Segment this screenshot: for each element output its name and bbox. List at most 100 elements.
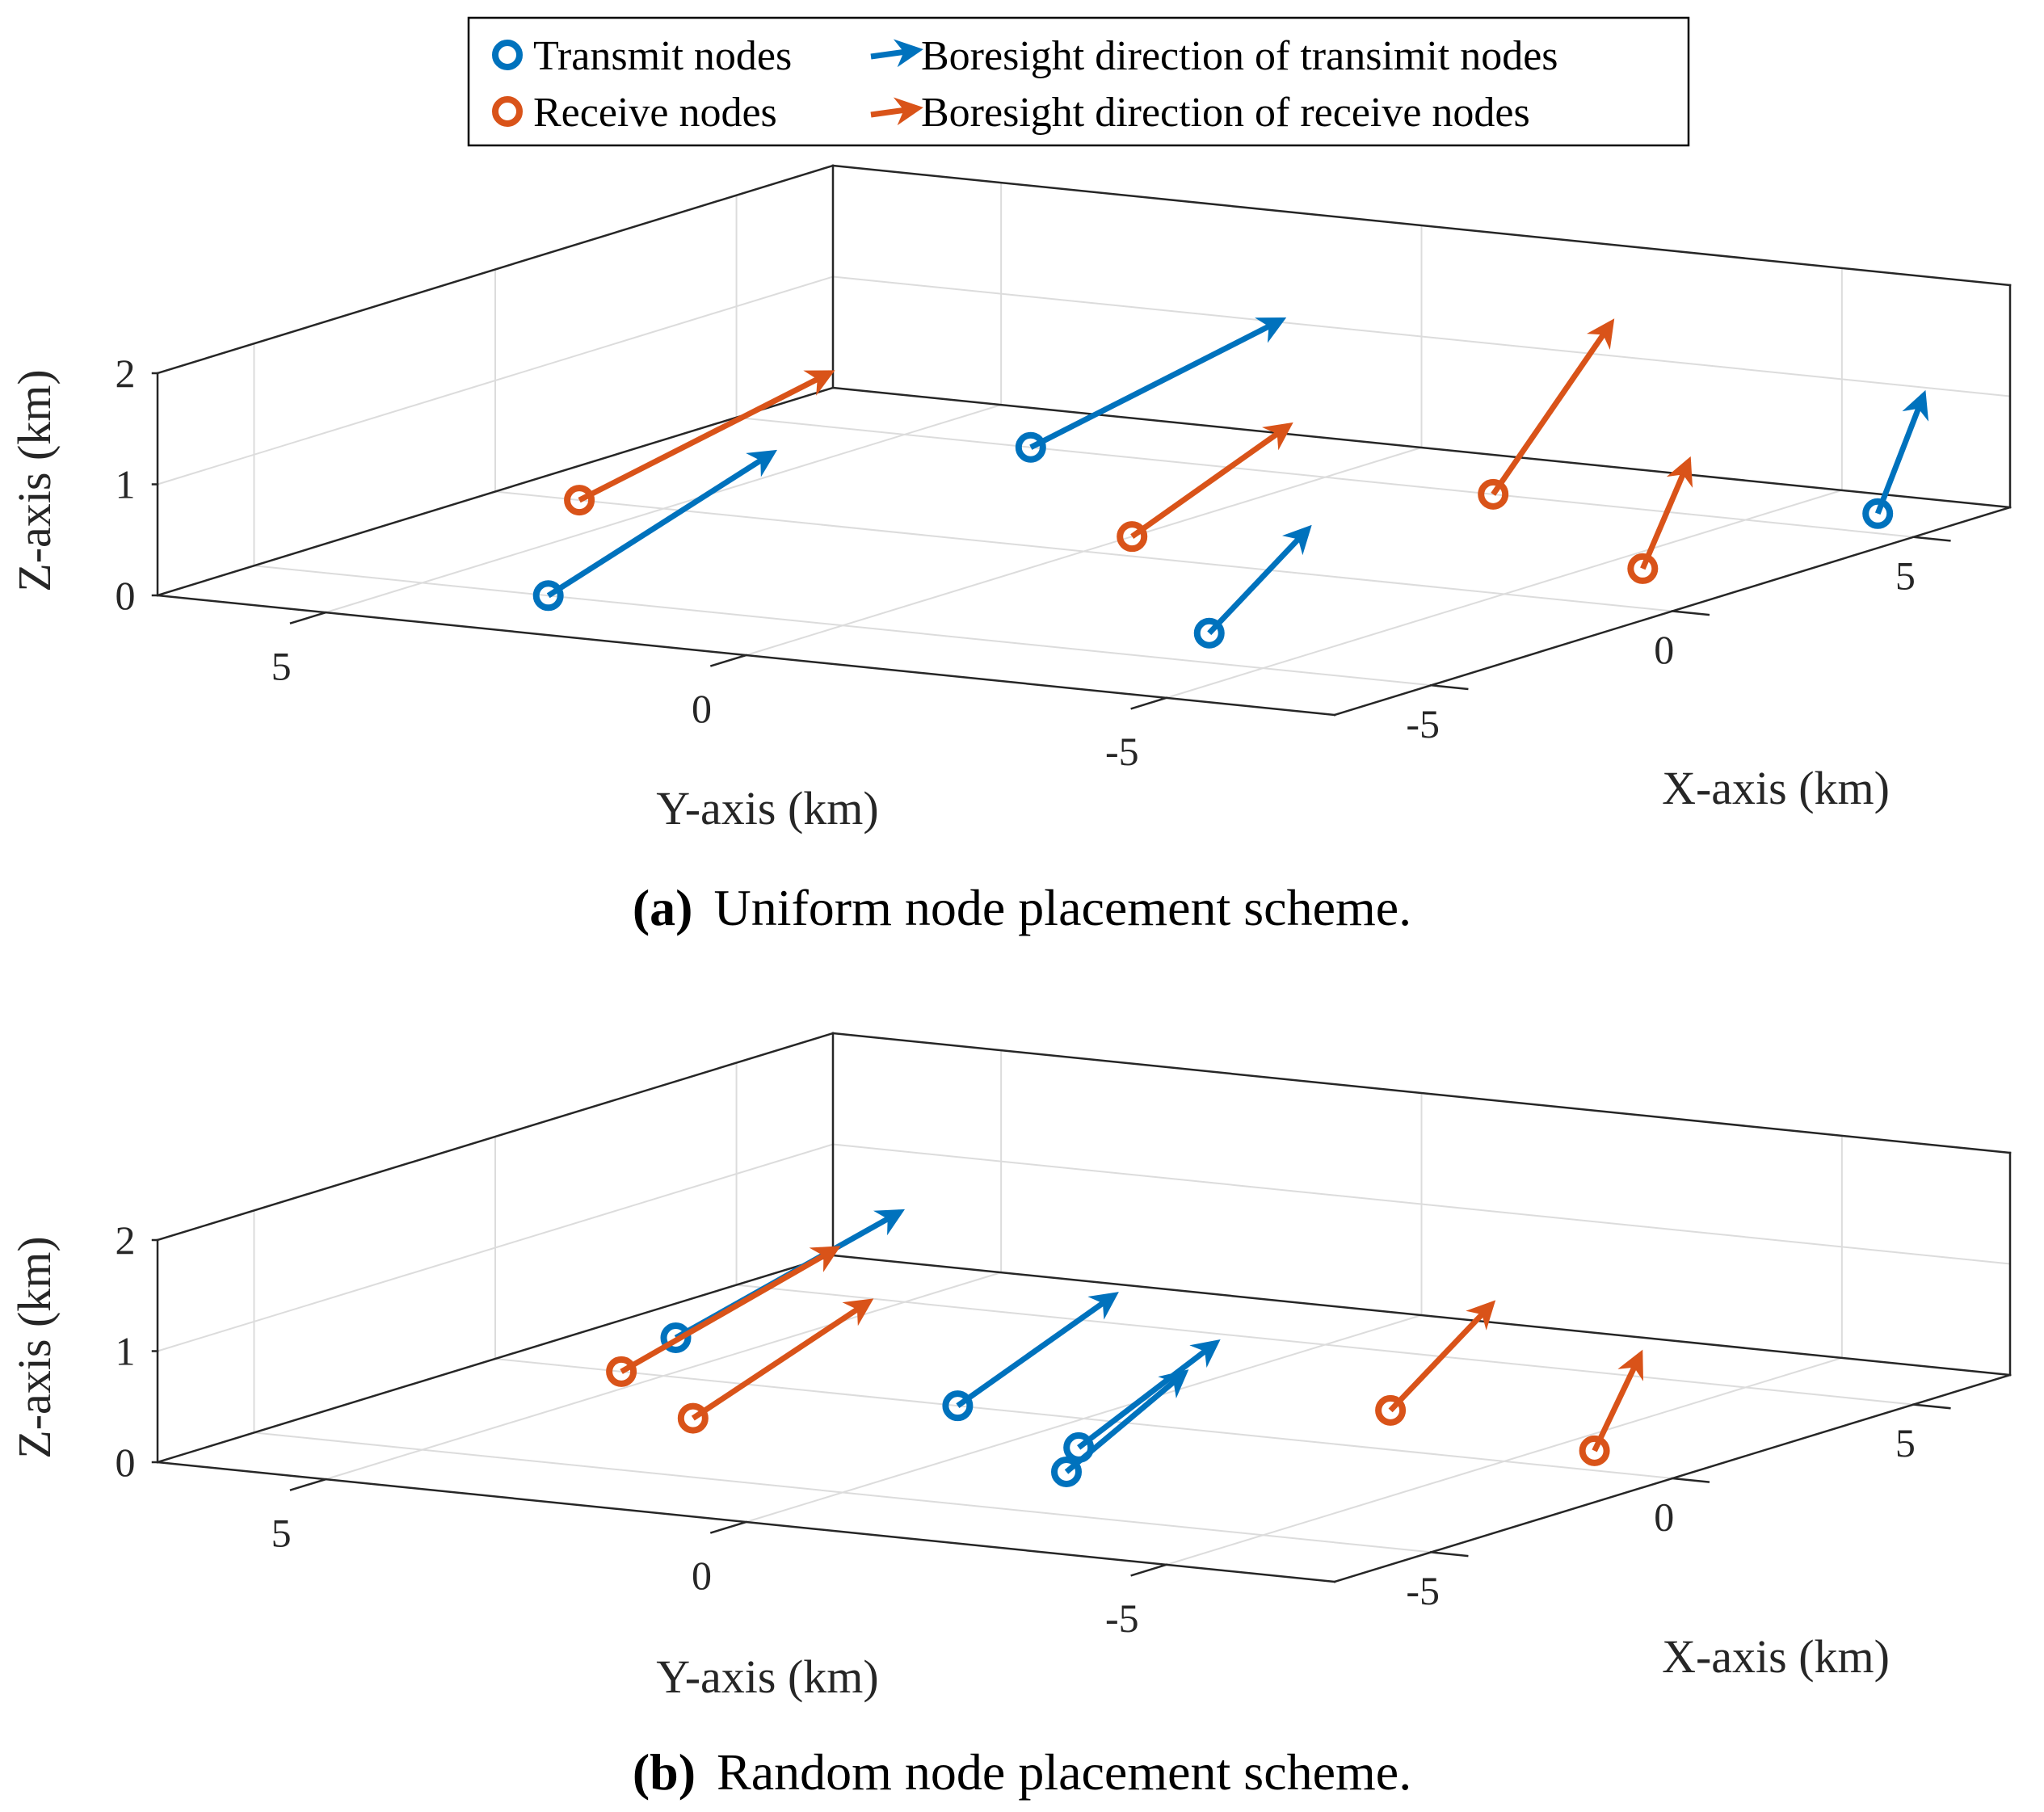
panel-b-receive-boresight-arrow [1388, 1300, 1496, 1413]
panel-b-transmit-boresight-arrow [956, 1292, 1119, 1409]
panel-a-transmit-boresight-arrow [546, 449, 777, 599]
panel-b-x-tick [1671, 1477, 1710, 1483]
panel-b-plot: Z-axis (km) Y-axis (km) X-axis (km) 50-5… [8, 1032, 2012, 1703]
legend-marker-receive [492, 96, 523, 127]
panel-a-z-tick-label: 1 [116, 462, 136, 507]
panel-b-transmit-node-marker [942, 1390, 974, 1422]
panel-b-box-edge [831, 1032, 2012, 1154]
panel-b-x-tick [1912, 1403, 1951, 1410]
panel-b-caption-text: Random node placement scheme. [717, 1743, 1411, 1801]
panel-a-transmit-node-marker [532, 580, 564, 612]
panel-b-receive-node-marker [1579, 1435, 1610, 1466]
panel-a-grid-wall-z [157, 275, 834, 486]
panel-b-receive-boresight-arrow [691, 1298, 874, 1421]
panel-a-x-tick [1430, 683, 1469, 691]
panel-a-transmit-boresight-arrow [1029, 317, 1287, 450]
panel-a-x-tick [1912, 536, 1951, 542]
panel-a-x-tick [1671, 610, 1710, 616]
panel-a-y-tick [709, 654, 748, 667]
panel-b-receive-node-marker [1375, 1394, 1407, 1426]
panel-b-grid-floor-y [746, 1314, 1422, 1523]
panel-a-plot: Z-axis (km) Y-axis (km) X-axis (km) 5 0 -5… [8, 164, 2012, 835]
panel-a-receive-boresight-arrow [1491, 318, 1615, 496]
panel-b-receive-node-marker [677, 1402, 709, 1434]
legend-label-transmit-nodes: Transmit nodes [533, 33, 792, 79]
legend-label-boresight-transmit: Boresight direction of transimit nodes [921, 33, 1558, 79]
panel-b-x-tick-label: -5 [1406, 1568, 1440, 1613]
panel-b-caption-label: (b) [633, 1743, 696, 1801]
panel-b-y-tick [1130, 1563, 1168, 1577]
panel-b-y-tick-label: 0 [692, 1553, 712, 1598]
panel-b-y-tick [709, 1520, 748, 1534]
panel-a-y-tick [289, 611, 327, 624]
panel-b-z-tick-label: 1 [116, 1329, 136, 1374]
panel-a-transmit-boresight-arrow [1207, 524, 1312, 636]
legend: Transmit nodes Boresight direction of tr… [467, 16, 1690, 147]
panel-a-grid-floor-y [746, 447, 1422, 656]
panel-a-grid-floor-y [325, 404, 1002, 614]
panel-b-x-tick [1430, 1551, 1469, 1558]
panel-a-receive-boresight-arrow [1130, 422, 1293, 539]
panel-b-grid-wall-z [832, 1143, 2011, 1265]
panel-b-y-tick-label: -5 [1105, 1595, 1139, 1641]
panel-a-z-tick-label: 0 [116, 573, 136, 618]
panel-b-transmit-boresight-arrow [1064, 1369, 1189, 1474]
panel-a-caption-text: Uniform node placement scheme. [713, 879, 1411, 936]
panel-a-x-tick-label: 5 [1895, 553, 1916, 598]
panel-b-caption: (b) Random node placement scheme. [633, 1743, 1411, 1801]
panel-b-receive-boresight-arrow [1592, 1349, 1644, 1453]
panel-b-box-edge [156, 1254, 835, 1464]
panel-a-x-tick-label: -5 [1406, 701, 1440, 746]
panel-b-box-edge [156, 1032, 835, 1242]
panel-a-receive-node-marker [1627, 553, 1659, 584]
panel-b-z-tick-label: 2 [116, 1217, 136, 1263]
panel-b-y-tick-label: 5 [271, 1510, 292, 1555]
panel-a-xlabel: X-axis (km) [1662, 762, 1890, 814]
panel-b-receive-node-marker [606, 1356, 637, 1387]
panel-a-receive-boresight-arrow [578, 370, 835, 503]
panel-a-grid-floor-y [1166, 489, 1843, 699]
legend-marker-transmit [492, 40, 523, 70]
legend-arrow-receive [870, 97, 923, 126]
panel-b-grid-floor-y [325, 1272, 1002, 1481]
panel-a-transmit-node-marker [1193, 617, 1225, 649]
panel-a-y-tick-label: -5 [1105, 729, 1139, 774]
panel-a-ylabel: Y-axis (km) [656, 782, 878, 835]
panel-a-z-tick-label: 2 [116, 351, 136, 396]
legend-label-boresight-receive: Boresight direction of receive nodes [921, 90, 1530, 136]
panel-b-grid-floor-y [1166, 1356, 1843, 1566]
panel-b-transmit-boresight-arrow [1077, 1339, 1221, 1450]
legend-arrow-transmit [870, 39, 923, 68]
panel-a-caption-label: (a) [633, 879, 693, 936]
panel-a-box-edge [831, 164, 2012, 287]
panel-a-transmit-node-marker [1015, 431, 1046, 463]
panel-b-x-tick-label: 5 [1895, 1420, 1916, 1465]
panel-a-caption: (a) Uniform node placement scheme. [633, 879, 1411, 936]
panel-a-receive-boresight-arrow [1640, 456, 1693, 570]
panel-b-receive-boresight-arrow [620, 1246, 841, 1374]
panel-b-ylabel: Y-axis (km) [656, 1650, 878, 1703]
panel-b-transmit-node-marker [660, 1322, 692, 1353]
panel-a-box-edge [156, 386, 835, 597]
panel-b-z-tick-label: 0 [116, 1440, 136, 1485]
panel-a-y-tick-label: 5 [271, 643, 292, 688]
panel-b-grid-wall-z [157, 1143, 834, 1352]
panel-a-receive-node-marker [1478, 478, 1509, 510]
legend-box [467, 16, 1690, 147]
panel-b-zlabel: Z-axis (km) [8, 1236, 61, 1458]
panel-b-box-edge [831, 1254, 2012, 1377]
panel-a-x-tick-label: 0 [1654, 627, 1674, 672]
panel-b-y-tick [289, 1478, 327, 1491]
panel-a-y-tick [1130, 696, 1168, 710]
panel-a-receive-node-marker [564, 485, 595, 516]
panel-a-grid-wall-z [832, 275, 2011, 397]
legend-label-receive-nodes: Receive nodes [533, 90, 777, 136]
panel-a-y-tick-label: 0 [692, 686, 712, 731]
panel-b-x-tick-label: 0 [1654, 1495, 1674, 1540]
panel-a-receive-node-marker [1117, 521, 1148, 553]
panel-a-box-edge [831, 386, 2012, 509]
panel-b-transmit-node-marker [1051, 1457, 1082, 1487]
panel-a-zlabel: Z-axis (km) [8, 369, 61, 591]
panel-a-transmit-node-marker [1862, 498, 1894, 529]
